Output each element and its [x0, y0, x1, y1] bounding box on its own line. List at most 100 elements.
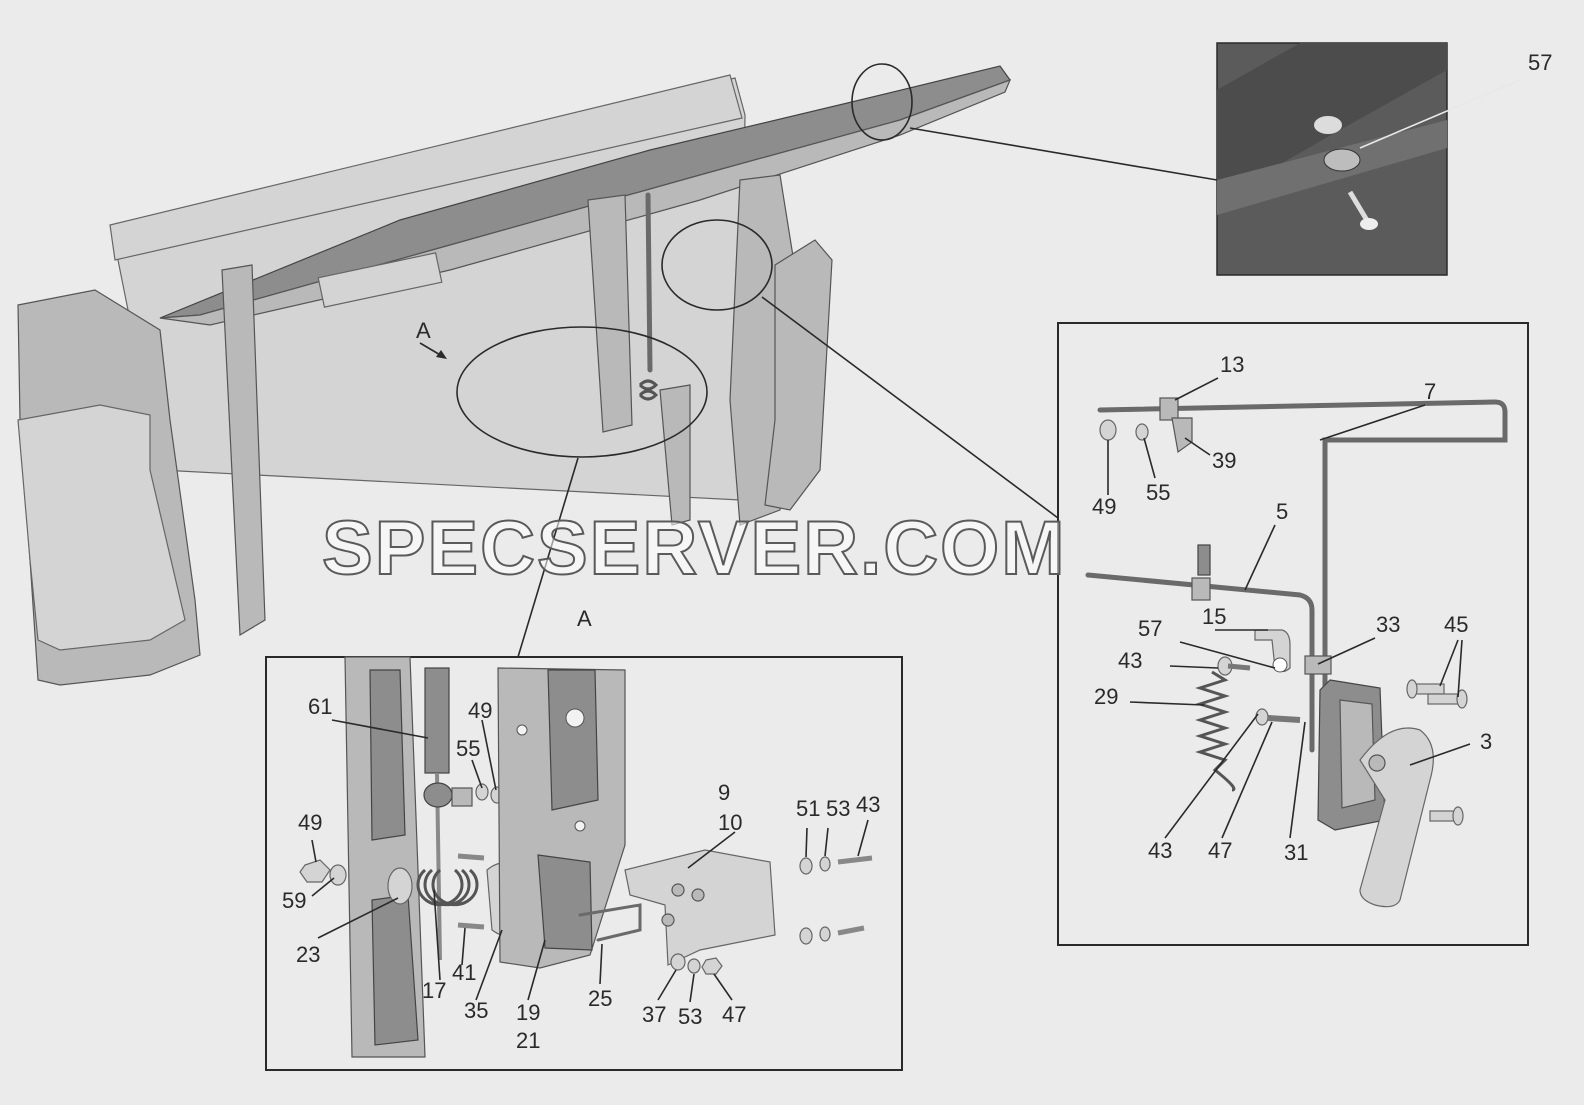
left-step [17, 404, 186, 651]
bolt-43-top [837, 855, 873, 865]
pin-43-shaft [1227, 663, 1251, 671]
inset-bolt [1347, 190, 1371, 224]
callout-25: 25 [588, 986, 612, 1011]
callout-55-right: 55 [1146, 480, 1170, 505]
bracket-channel [547, 669, 599, 811]
nut-47-low [701, 957, 723, 975]
right-pillar [659, 384, 691, 526]
bolt-lower-head [1452, 806, 1464, 826]
detail-circle-latch [661, 219, 773, 311]
hook-3 [1359, 727, 1434, 908]
gas-strut-61 [424, 667, 450, 774]
clip-13 [1159, 397, 1179, 421]
bolt-47 [1267, 715, 1301, 723]
connector-bottom-panel [517, 457, 579, 658]
callout-43-top: 43 [1118, 648, 1142, 673]
view-a-title: A [577, 606, 592, 631]
callout-37: 37 [642, 1002, 666, 1027]
callout-15: 15 [1202, 604, 1226, 629]
view-a-arrowhead [436, 350, 447, 359]
detail-circle-hood [851, 63, 913, 141]
callout-45: 45 [1444, 612, 1468, 637]
callout-57-inset: 57 [1528, 50, 1552, 75]
callout-61: 61 [308, 694, 332, 719]
connector-inset [909, 127, 1218, 181]
washer-53-top [819, 856, 831, 872]
inset-leader [1359, 79, 1521, 149]
view-a-panel: 61 49 55 49 59 23 17 41 35 19 21 25 9 10… [265, 656, 903, 1071]
callout-13: 13 [1220, 352, 1244, 377]
bracket-9-10 [624, 849, 776, 966]
bracket-9-hole-a [671, 883, 685, 897]
latch-panel-frame [1057, 322, 1529, 946]
callout-55-a: 55 [456, 736, 480, 761]
plate-19 [537, 854, 593, 951]
inset-washer [1323, 148, 1361, 172]
hook-pivot [1368, 754, 1386, 772]
washer-51-top [799, 857, 813, 875]
nut-49-b [299, 859, 331, 883]
washer-55-right [1135, 423, 1149, 441]
view-a-leaders [311, 719, 869, 1003]
callout-51: 51 [796, 796, 820, 821]
callout-43-a: 43 [856, 792, 880, 817]
strut-clip [451, 787, 473, 807]
callout-10: 10 [718, 810, 742, 835]
spring-29 [1195, 670, 1236, 792]
clip-5 [1191, 577, 1211, 601]
inset-bolt-head [1360, 218, 1378, 230]
callout-53-top: 53 [826, 796, 850, 821]
spring-small [638, 379, 659, 401]
nut-43-bottom [1255, 708, 1269, 726]
latch-detail-panel: 13 7 39 49 55 5 15 33 45 57 43 29 3 43 4… [1057, 322, 1529, 946]
callout-41: 41 [452, 960, 476, 985]
callout-31: 31 [1284, 840, 1308, 865]
bolt-45b-head [1456, 689, 1468, 709]
washer-53-low [687, 958, 701, 974]
latch-plate-inner [1339, 699, 1376, 809]
latch-leaders [1107, 377, 1471, 839]
bracket-39 [1171, 417, 1193, 454]
callout-29: 29 [1094, 684, 1118, 709]
connector-right-panel [761, 296, 1059, 519]
frame-cutout [317, 252, 443, 308]
washer-59 [329, 864, 347, 886]
rod-7 [1097, 399, 1508, 753]
stud-23 [387, 867, 413, 905]
view-a-panel-frame [265, 656, 903, 1071]
washer-37 [670, 953, 686, 971]
lever-15-hole [1272, 657, 1288, 673]
callout-43-bottom: 43 [1148, 838, 1172, 863]
bracket-9-hole-c [661, 913, 675, 927]
callout-47-a: 47 [722, 1002, 746, 1027]
washer-51-bottom [799, 927, 813, 945]
main-assembly: A A [17, 63, 1218, 686]
washer-53-bottom [819, 926, 831, 942]
bolt-43-bottom [837, 925, 865, 936]
view-a-arrow-label: A [416, 318, 431, 343]
bolt-45a-head [1406, 679, 1418, 699]
bracket-9-hole-b [691, 888, 705, 902]
spring-17 [416, 868, 479, 907]
callout-9: 9 [718, 780, 730, 805]
bracket-33 [1304, 655, 1332, 675]
inset-hood-detail: 57 [1216, 42, 1552, 276]
callout-7: 7 [1424, 379, 1436, 404]
callout-49-b: 49 [298, 810, 322, 835]
watermark: SPECSERVER.COM [322, 506, 1067, 591]
callout-49-a: 49 [468, 698, 492, 723]
callout-5: 5 [1276, 499, 1288, 524]
bolt-41-top [457, 853, 485, 861]
rod-5 [1085, 572, 1315, 753]
callout-53-low: 53 [678, 1004, 702, 1029]
bolt-41-bottom [457, 922, 485, 930]
center-pillar [587, 194, 633, 433]
callout-17: 17 [422, 978, 446, 1003]
rod-25 [578, 903, 642, 942]
detail-circle-a [456, 326, 708, 458]
right-step [764, 239, 833, 511]
callout-3: 3 [1480, 729, 1492, 754]
bracket-hole-b [574, 820, 586, 832]
pillar-groove [369, 669, 406, 841]
